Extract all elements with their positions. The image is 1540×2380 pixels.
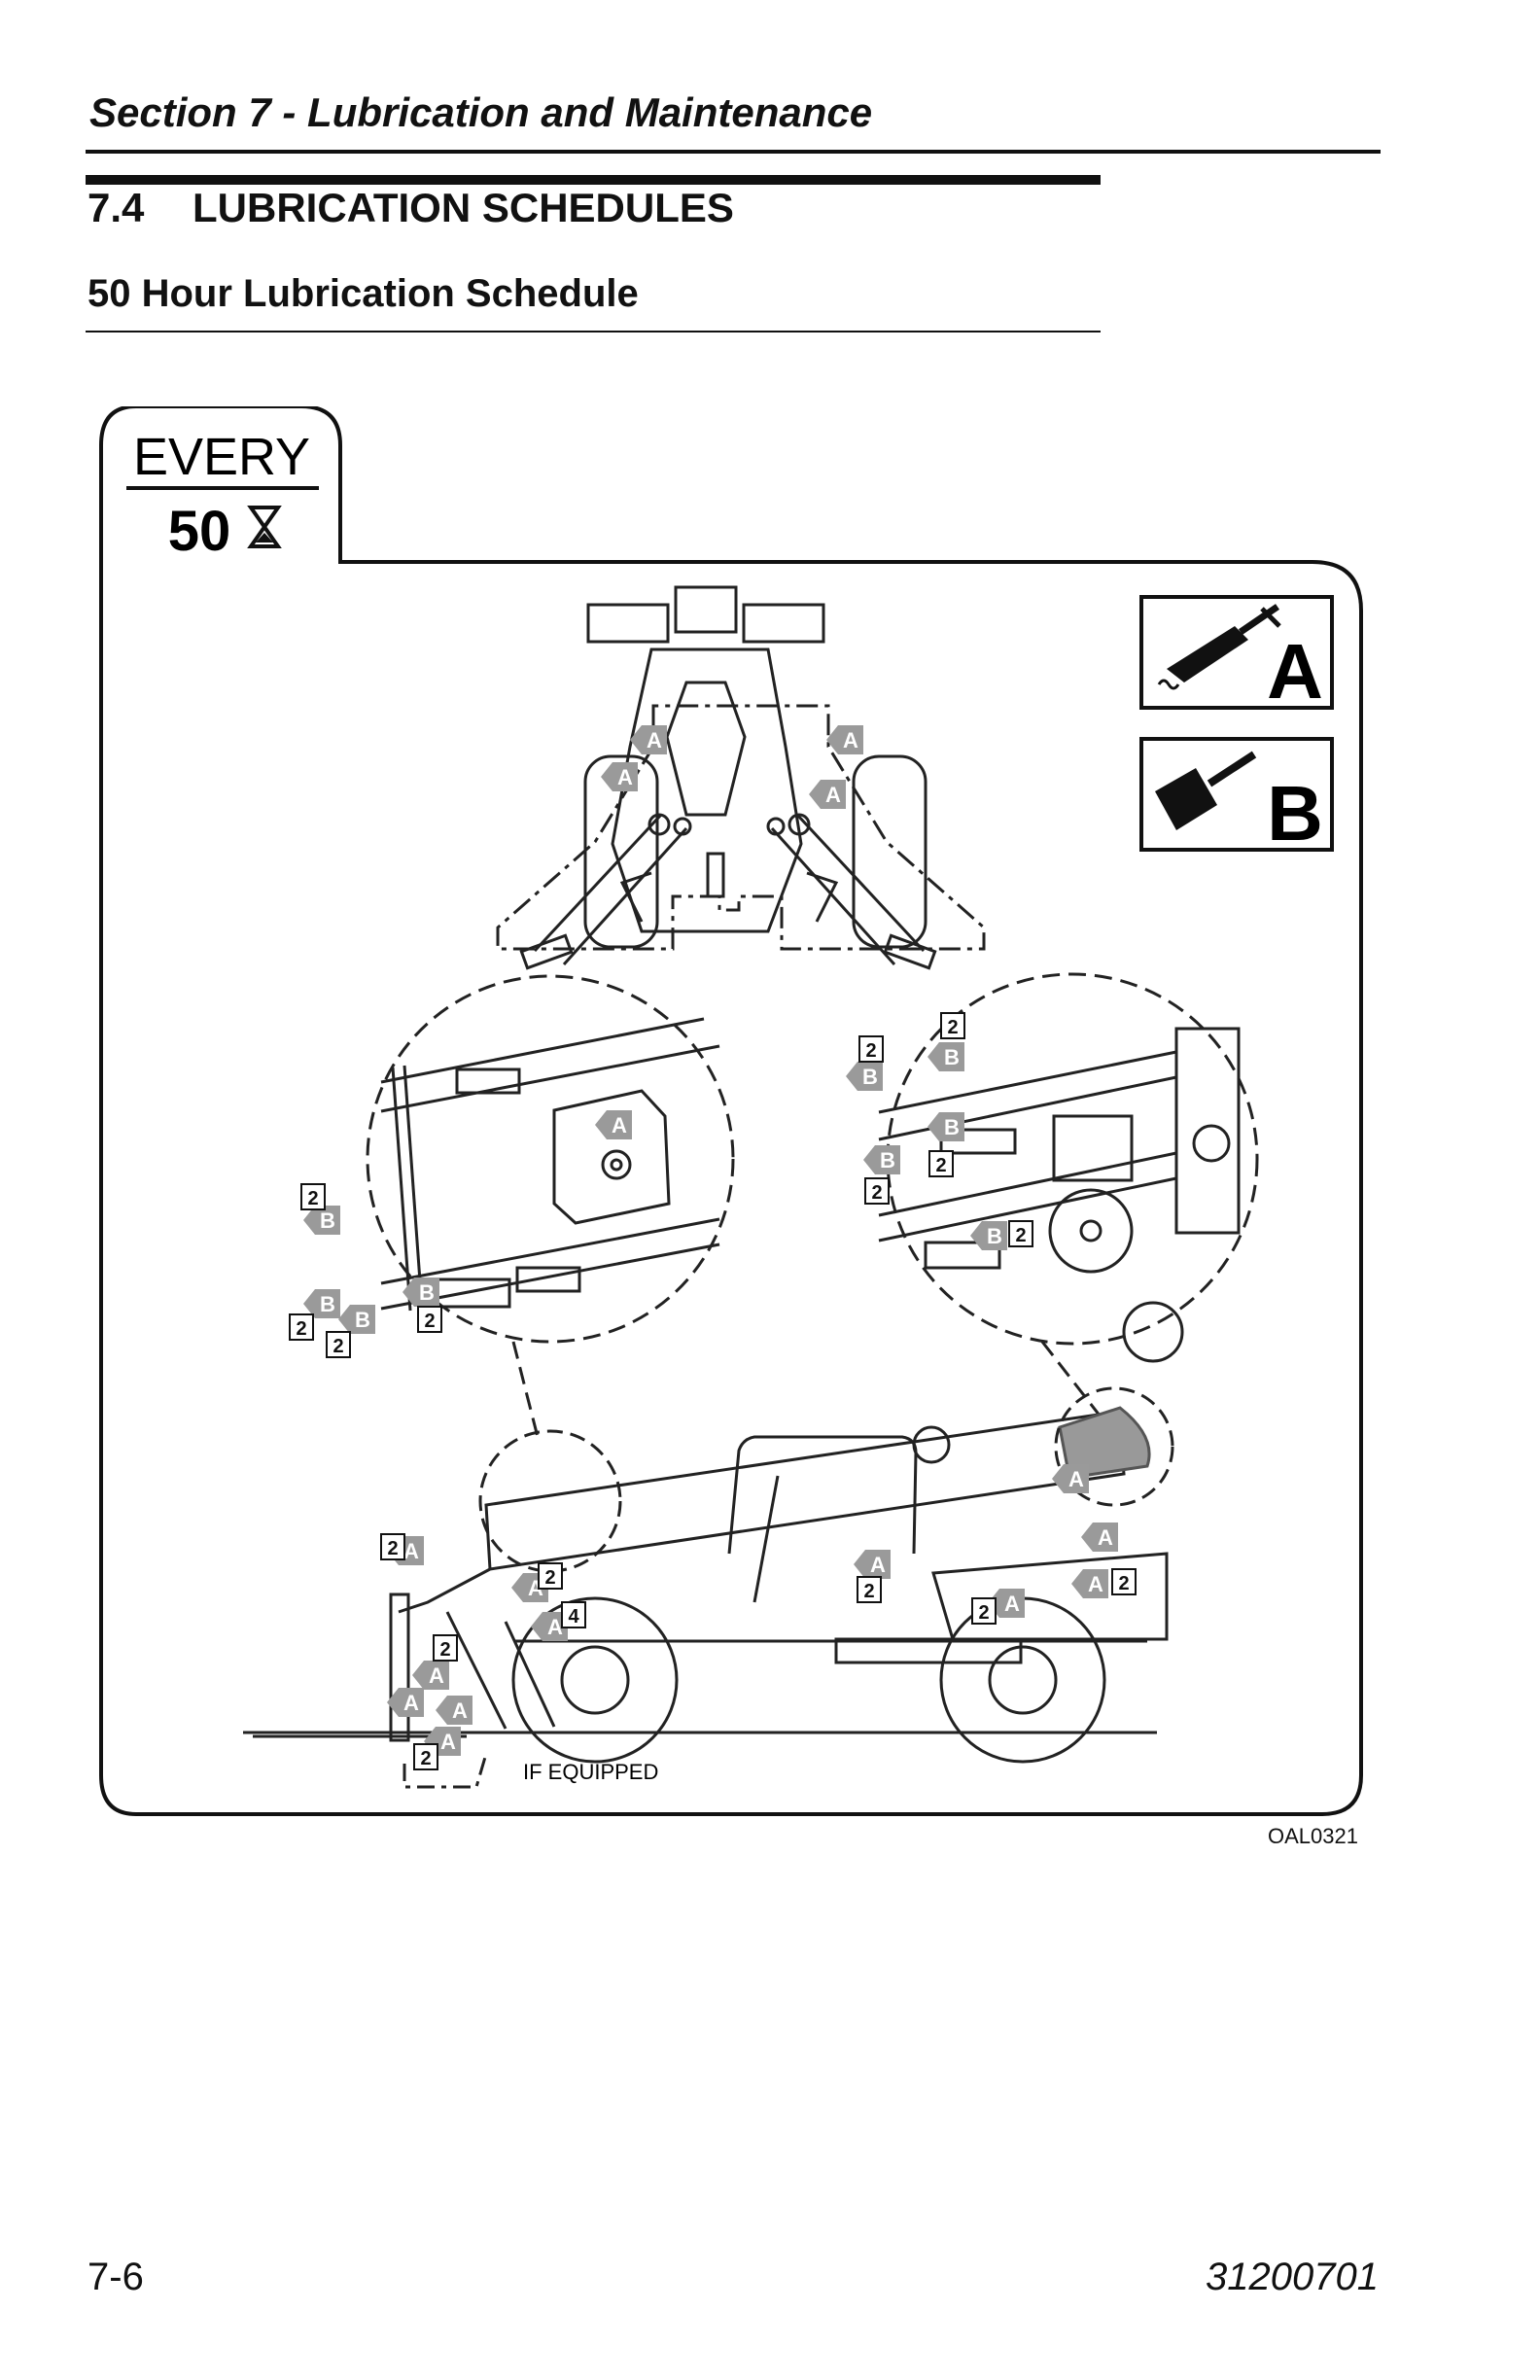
legend-a-letter: A [1267,628,1323,715]
marker-b [303,1289,340,1318]
quantity-labels: 2 2 2 2 2 2 2 2 2 2 2 4 2 2 2 2 2 [289,1012,1137,1770]
marker-a [854,1550,891,1579]
svg-text:A: A [403,1691,419,1715]
svg-text:A: A [617,765,633,789]
marker-b [402,1278,439,1307]
svg-text:B: B [355,1308,370,1332]
heading-rule [86,175,1101,185]
svg-text:A: A [1068,1467,1084,1491]
marker-b [846,1062,883,1091]
grease-gun-icon [1157,604,1281,690]
zoom-circle-right [878,972,1259,1363]
marker-a [809,780,846,809]
hourglass-icon [247,506,282,548]
svg-text:A: A [843,728,858,752]
svg-text:2: 2 [307,1188,318,1209]
marker-a [826,725,863,754]
marker-a [387,1688,424,1717]
svg-text:B: B [944,1115,960,1139]
legend-b-letter: B [1267,770,1323,857]
svg-text:B: B [880,1148,895,1172]
marker-b [970,1221,1007,1250]
marker-a [595,1110,632,1139]
header-rule [86,150,1381,154]
svg-text:2: 2 [1118,1573,1129,1594]
svg-text:A: A [547,1615,563,1639]
marker-a-group: A A A A A A A A A A A A A A A A A [387,725,1118,1756]
marker-b [303,1206,340,1235]
svg-text:2: 2 [439,1639,450,1661]
svg-text:2: 2 [387,1538,398,1559]
marker-a [531,1612,568,1641]
svg-text:2: 2 [865,1040,876,1062]
svg-text:A: A [1088,1572,1103,1596]
svg-text:2: 2 [544,1567,555,1589]
svg-text:A: A [870,1553,886,1577]
if-equipped-outline [402,1753,488,1789]
svg-text:4: 4 [568,1606,579,1628]
svg-text:2: 2 [863,1581,874,1602]
svg-text:B: B [862,1065,878,1089]
svg-text:A: A [403,1539,419,1563]
if-equipped-note: IF EQUIPPED [523,1760,658,1784]
brush-icon [1155,751,1257,830]
leader-lines [511,1341,1126,1448]
interval-label: EVERY [133,428,310,486]
marker-b [863,1145,900,1174]
marker-a [1081,1522,1118,1552]
svg-text:A: A [647,728,662,752]
svg-text:A: A [1004,1592,1020,1616]
subheading-rule [86,331,1101,332]
marker-a [412,1661,449,1690]
svg-text:2: 2 [332,1336,343,1357]
marker-b [928,1042,964,1071]
svg-text:B: B [944,1045,960,1069]
marker-b [928,1112,964,1141]
marker-a [1052,1464,1089,1493]
marker-a [988,1589,1025,1618]
section-header: Section 7 - Lubrication and Maintenance [89,89,873,135]
heading-title: LUBRICATION SCHEDULES [192,185,734,230]
svg-text:B: B [320,1208,335,1233]
marker-a [601,762,638,791]
svg-text:2: 2 [420,1748,431,1769]
svg-text:B: B [987,1224,1002,1248]
svg-text:A: A [440,1730,456,1754]
marker-a [436,1696,472,1725]
legend-brush: B [1139,737,1334,857]
svg-text:2: 2 [978,1602,989,1624]
svg-text:B: B [419,1280,435,1305]
svg-text:2: 2 [947,1017,958,1038]
interval-value: 50 [168,500,231,563]
lubrication-diagram: EVERY 50 A B [99,406,1363,1816]
svg-text:2: 2 [1015,1225,1026,1246]
svg-text:2: 2 [424,1311,435,1332]
svg-text:2: 2 [871,1182,882,1204]
svg-text:2: 2 [935,1155,946,1176]
svg-text:A: A [429,1663,444,1688]
page-number: 7-6 [88,2256,144,2298]
figure-code: OAL0321 [1268,1824,1358,1848]
figure-frame [99,406,1363,1816]
marker-b-group: B B B B B B B B B [303,1042,1007,1334]
legend-grease-gun: A [1139,595,1334,715]
marker-b [338,1305,375,1334]
svg-text:2: 2 [296,1318,306,1340]
document-number: 31200701 [1206,2256,1379,2298]
machine-side-view [243,1386,1174,1764]
top-view-outline [496,704,986,951]
subheading: 50 Hour Lubrication Schedule [88,272,639,315]
svg-text:A: A [452,1698,468,1723]
svg-text:A: A [612,1113,627,1138]
heading-number: 7.4 [88,185,145,230]
svg-text:A: A [825,783,841,807]
marker-a [630,725,667,754]
svg-text:B: B [320,1292,335,1316]
svg-text:A: A [1098,1525,1113,1550]
marker-a [1071,1569,1108,1598]
